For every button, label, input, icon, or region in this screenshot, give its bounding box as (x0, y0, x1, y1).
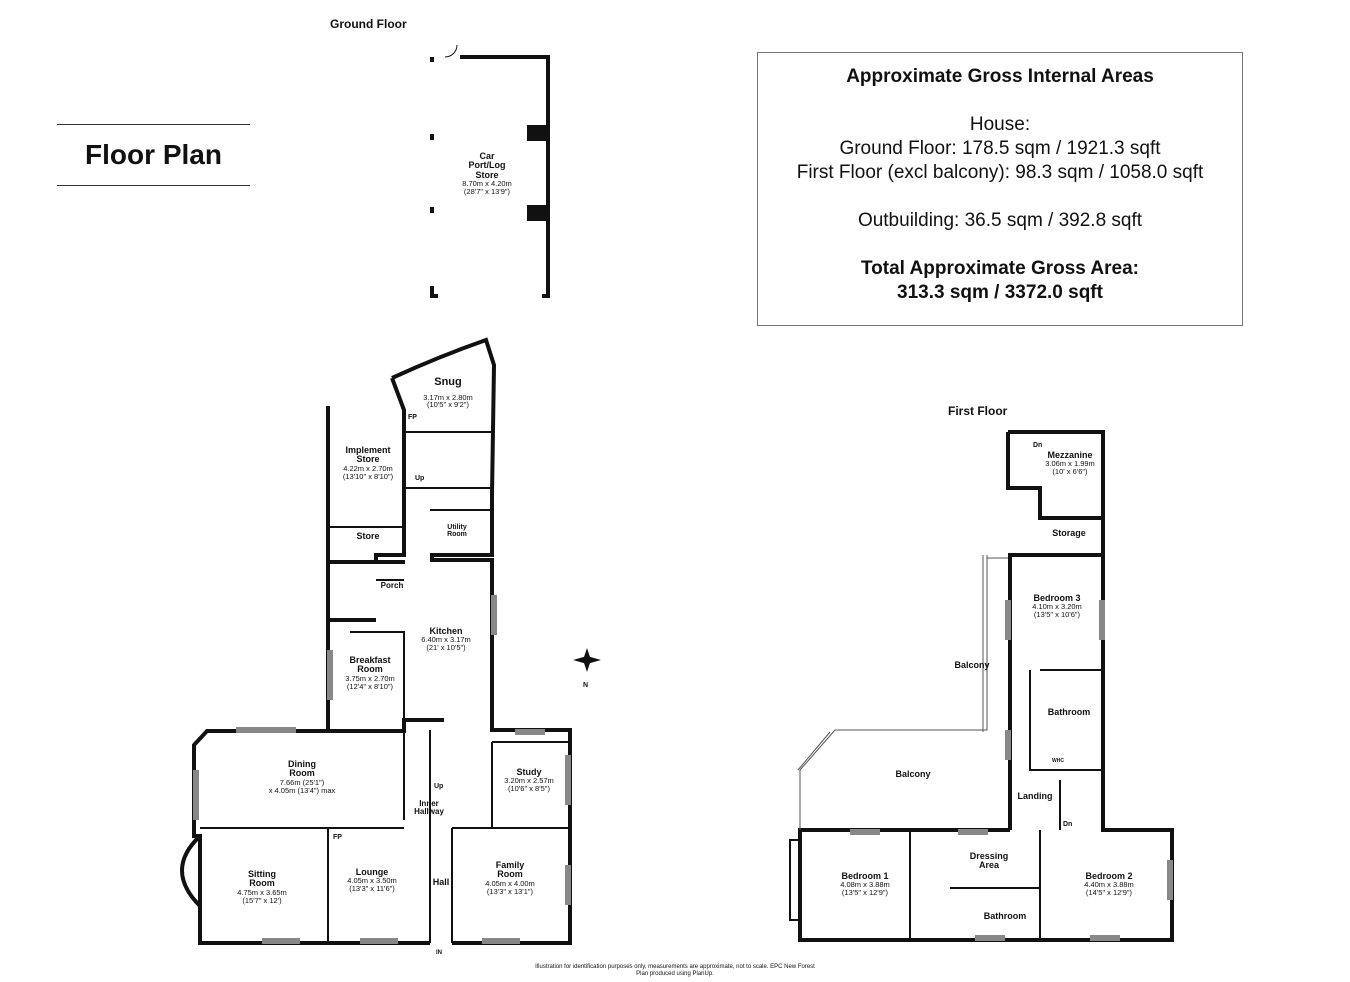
fireplace-label-lounge: FP (333, 834, 342, 841)
first-floor-area: First Floor (excl balcony): 98.3 sqm / 1… (796, 162, 1204, 183)
north-label: N (583, 682, 589, 689)
carport-walls (430, 55, 550, 298)
floor-plan-title: Floor Plan (57, 124, 250, 186)
room-inner-hallway: Inner Hallway (414, 799, 444, 817)
areas-heading: Approximate Gross Internal Areas (846, 66, 1154, 87)
stairs-up-label-snug: Up (415, 475, 425, 482)
room-mezzanine: Mezzanine 3.06m x 1.99m (10' x 6'6") (1045, 450, 1095, 477)
first-floor-heading: First Floor (948, 404, 1008, 418)
room-balcony-lower: Balcony (895, 769, 931, 779)
stairs-down-label-mezzanine: Dn (1033, 442, 1043, 449)
room-bedroom-2: Bedroom 2 4.40m x 3.88m (14'5" x 12'9") (1084, 871, 1134, 898)
room-family: Family Room 4.05m x 4.00m (13'3" x 13'1"… (485, 860, 535, 896)
room-porch: Porch (380, 581, 404, 590)
room-landing: Landing (1017, 791, 1053, 801)
stairs-up-label-hall: Up (434, 783, 444, 790)
ground-floor-area: Ground Floor: 178.5 sqm / 1921.3 sqft (839, 138, 1161, 159)
ground-floor-heading: Ground Floor (330, 17, 407, 31)
total-heading: Total Approximate Gross Area: (860, 258, 1140, 279)
room-kitchen: Kitchen 6.40m x 3.17m (21' x 10'5") (421, 626, 471, 653)
stairs-down-label-landing: Dn (1063, 821, 1073, 828)
outbuilding-area: Outbuilding: 36.5 sqm / 392.8 sqft (857, 210, 1143, 231)
room-lounge: Lounge 4.05m x 3.50m (13'3" x 11'6") (347, 867, 397, 894)
room-bathroom-upper: Bathroom (1047, 707, 1091, 717)
entrance-label: IN (436, 950, 442, 956)
house-label: House: (969, 114, 1031, 135)
room-store: Store (356, 531, 380, 541)
area-summary: Approximate Gross Internal Areas House: … (757, 52, 1243, 326)
room-breakfast: Breakfast Room 3.75m x 2.70m (12'4" x 8'… (345, 655, 395, 691)
room-snug: Snug 3.17m x 2.80m (10'5" x 9'2") (423, 376, 473, 410)
disclaimer: Illustration for identification purposes… (535, 964, 815, 977)
room-balcony-upper: Balcony (954, 660, 990, 670)
room-implement-store: Implement Store 4.22m x 2.70m (13'10" x … (342, 445, 394, 481)
whc-label: WHC (1052, 758, 1064, 764)
room-car-port: Car Port/Log Store 8.70m x 4.20m (28'7" … (462, 151, 512, 197)
total-value: 313.3 sqm / 3372.0 sqft (897, 282, 1103, 303)
room-utility: Utility Room (447, 524, 467, 539)
compass-icon (573, 648, 601, 672)
fireplace-label-snug: FP (408, 414, 417, 421)
room-hall: Hall (432, 877, 450, 887)
room-bedroom-3: Bedroom 3 4.10m x 3.20m (13'5" x 10'6") (1032, 593, 1082, 620)
room-sitting: Sitting Room 4.75m x 3.65m (15'7" x 12') (237, 869, 287, 905)
room-study: Study 3.20m x 2.57m (10'6" x 8'5") (504, 767, 554, 794)
room-bathroom-lower: Bathroom (983, 911, 1027, 921)
room-dressing-area: Dressing Area (969, 851, 1009, 871)
room-storage: Storage (1052, 528, 1086, 538)
room-bedroom-1: Bedroom 1 4.08m x 3.88m (13'5" x 12'9") (840, 871, 890, 898)
room-dining: Dining Room 7.66m (25'1") x 4.05m (13'4"… (268, 759, 336, 795)
